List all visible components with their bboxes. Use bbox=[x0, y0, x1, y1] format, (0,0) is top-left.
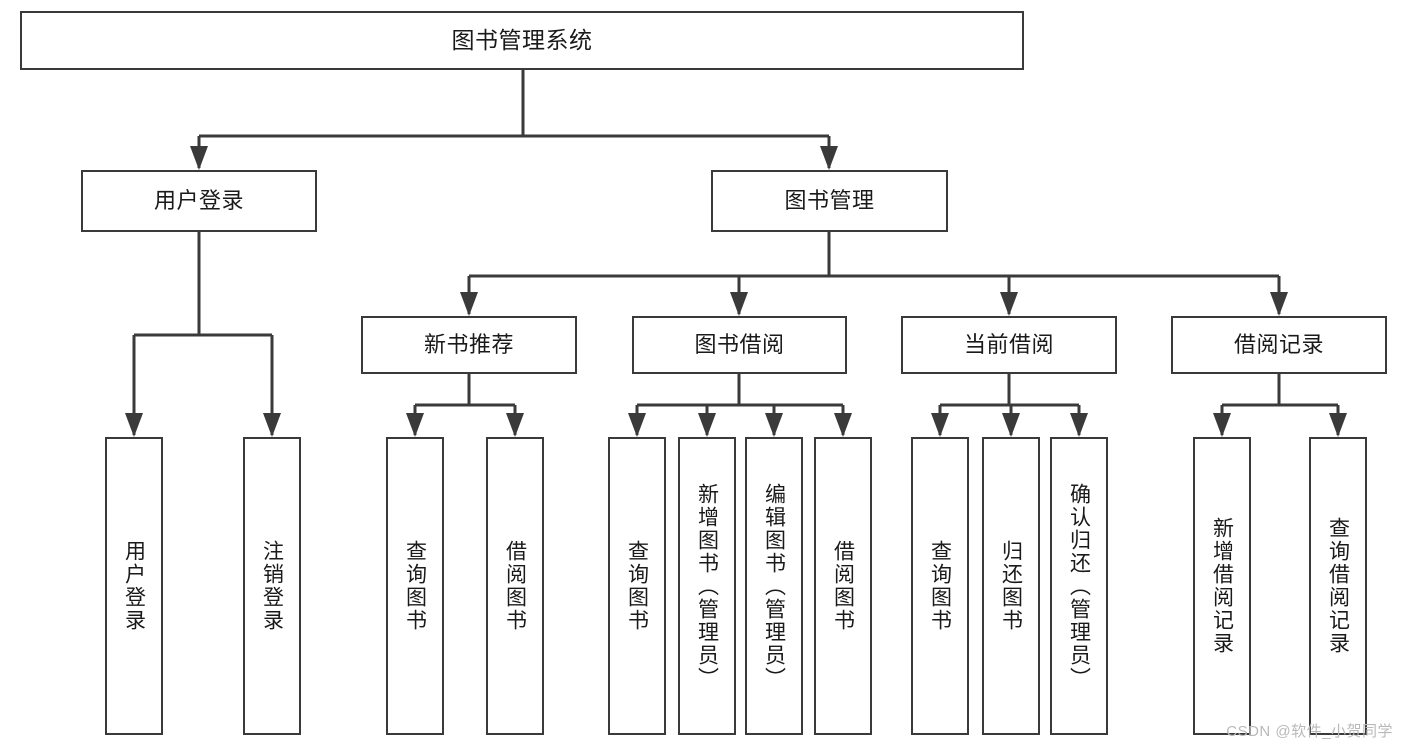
node-label-bw-query: 查询图书 bbox=[625, 540, 649, 632]
arrowhead-icon-borrow-to-leaves-1 bbox=[698, 413, 716, 437]
arrowhead-icon-current-to-leaves-0 bbox=[931, 413, 949, 437]
node-label-borrow: 图书借阅 bbox=[694, 331, 785, 357]
node-bw-edit[interactable]: 编辑图书（管理员） bbox=[745, 437, 803, 735]
node-cur-confirm[interactable]: 确认归还（管理员） bbox=[1050, 437, 1108, 735]
node-cur-query[interactable]: 查询图书 bbox=[911, 437, 969, 735]
node-label-newbook: 新书推荐 bbox=[423, 331, 514, 357]
arrowhead-icon-bookmgmt-to-l2-3 bbox=[1270, 292, 1288, 316]
node-label-current: 当前借阅 bbox=[963, 331, 1054, 357]
arrowhead-icon-bookmgmt-to-l2-2 bbox=[1000, 292, 1018, 316]
arrowhead-icon-records-to-leaves-0 bbox=[1213, 413, 1231, 437]
node-label-cur-query: 查询图书 bbox=[928, 540, 952, 632]
node-label-cur-confirm: 确认归还（管理员） bbox=[1067, 482, 1091, 690]
node-rec-query[interactable]: 查询借阅记录 bbox=[1309, 437, 1367, 735]
node-root[interactable]: 图书管理系统 bbox=[20, 11, 1024, 70]
arrowhead-icon-current-to-leaves-2 bbox=[1070, 413, 1088, 437]
arrowhead-icon-newbook-to-leaves-1 bbox=[506, 413, 524, 437]
arrowhead-icon-root-to-level1-1 bbox=[820, 146, 838, 170]
node-label-records: 借阅记录 bbox=[1233, 331, 1324, 357]
connector-lines bbox=[125, 70, 1347, 437]
node-label-login-out: 注销登录 bbox=[260, 540, 284, 632]
arrowhead-icon-login-to-leaves-0 bbox=[125, 413, 143, 437]
node-bookmgmt[interactable]: 图书管理 bbox=[711, 170, 948, 232]
node-label-cur-return: 归还图书 bbox=[999, 540, 1023, 632]
arrowhead-icon-root-to-level1-0 bbox=[190, 146, 208, 170]
node-login[interactable]: 用户登录 bbox=[81, 170, 317, 232]
node-label-bw-add: 新增图书（管理员） bbox=[695, 482, 719, 690]
node-nb-borrow[interactable]: 借阅图书 bbox=[486, 437, 544, 735]
node-nb-query[interactable]: 查询图书 bbox=[386, 437, 444, 735]
node-label-rec-query: 查询借阅记录 bbox=[1326, 517, 1350, 655]
node-newbook[interactable]: 新书推荐 bbox=[361, 316, 577, 374]
node-bw-borrow[interactable]: 借阅图书 bbox=[814, 437, 872, 735]
node-label-bw-edit: 编辑图书（管理员） bbox=[762, 482, 786, 690]
node-label-root: 图书管理系统 bbox=[451, 26, 593, 53]
node-bw-query[interactable]: 查询图书 bbox=[608, 437, 666, 735]
node-label-nb-query: 查询图书 bbox=[403, 540, 427, 632]
node-label-bookmgmt: 图书管理 bbox=[784, 187, 875, 213]
node-label-login: 用户登录 bbox=[153, 187, 244, 213]
arrowhead-icon-newbook-to-leaves-0 bbox=[406, 413, 424, 437]
node-label-login-in: 用户登录 bbox=[122, 540, 146, 632]
node-label-bw-borrow: 借阅图书 bbox=[831, 540, 855, 632]
node-login-in[interactable]: 用户登录 bbox=[105, 437, 163, 735]
node-label-nb-borrow: 借阅图书 bbox=[503, 540, 527, 632]
arrowhead-icon-current-to-leaves-1 bbox=[1002, 413, 1020, 437]
node-bw-add[interactable]: 新增图书（管理员） bbox=[678, 437, 736, 735]
arrowhead-icon-borrow-to-leaves-2 bbox=[765, 413, 783, 437]
arrowhead-icon-borrow-to-leaves-0 bbox=[628, 413, 646, 437]
node-cur-return[interactable]: 归还图书 bbox=[982, 437, 1040, 735]
node-current[interactable]: 当前借阅 bbox=[901, 316, 1117, 374]
node-login-out[interactable]: 注销登录 bbox=[243, 437, 301, 735]
arrowhead-icon-bookmgmt-to-l2-0 bbox=[460, 292, 478, 316]
arrowhead-icon-login-to-leaves-1 bbox=[263, 413, 281, 437]
node-rec-add[interactable]: 新增借阅记录 bbox=[1193, 437, 1251, 735]
node-label-rec-add: 新增借阅记录 bbox=[1210, 517, 1234, 655]
arrowhead-icon-records-to-leaves-1 bbox=[1329, 413, 1347, 437]
node-borrow[interactable]: 图书借阅 bbox=[632, 316, 847, 374]
arrowhead-icon-borrow-to-leaves-3 bbox=[834, 413, 852, 437]
arrowhead-icon-bookmgmt-to-l2-1 bbox=[730, 292, 748, 316]
node-records[interactable]: 借阅记录 bbox=[1171, 316, 1387, 374]
